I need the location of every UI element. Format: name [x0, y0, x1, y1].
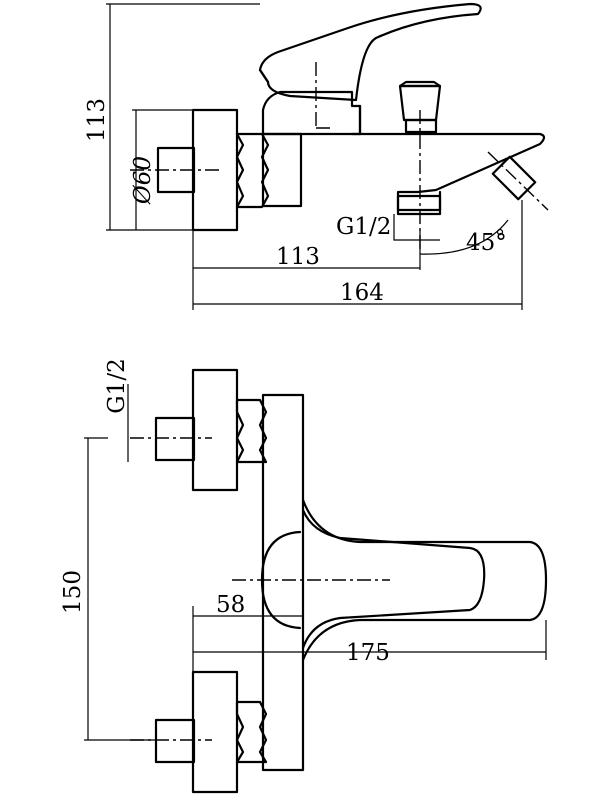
thread-label: G1/2 [336, 214, 391, 240]
hex-nut [235, 132, 270, 209]
overall-length-label-top: 175 [346, 640, 390, 666]
handle-centerline [315, 62, 330, 129]
angle-label: 45° [466, 230, 507, 256]
spout-offset-label: 113 [276, 244, 320, 270]
dim-extension-lengths [192, 200, 523, 310]
spout-body [350, 132, 546, 212]
spout-outlet [396, 194, 442, 216]
height-label: 113 [84, 98, 110, 142]
mixer-body-top [261, 393, 305, 772]
shower-centerline [487, 151, 549, 211]
diameter-label: Ø60 [130, 156, 156, 205]
lower-wall-flange [191, 670, 239, 794]
thread-label-top: G1/2 [104, 358, 130, 413]
diverter-stem [404, 118, 438, 134]
upper-wall-flange [191, 368, 239, 492]
length-extensions [192, 606, 547, 672]
handle-offset-label: 58 [216, 592, 245, 618]
dim-extension-height [106, 3, 260, 231]
spout-outline-top [301, 498, 548, 662]
mixer-handle [258, 2, 482, 102]
diverter-cap [398, 80, 442, 88]
upper-eccentric-connector [154, 416, 196, 462]
handle-edge [258, 68, 270, 84]
dim-thread-leader [393, 214, 440, 241]
overall-length-label: 164 [340, 280, 384, 306]
top-view: G1/2 150 58 175 [60, 358, 548, 794]
center-distance-extensions [84, 437, 156, 741]
lower-hex-nut [235, 700, 268, 764]
center-distance-label: 150 [60, 570, 86, 614]
dim-arc-angle [419, 219, 509, 255]
angle-marker [496, 228, 504, 236]
mixer-body [261, 90, 362, 136]
side-view: 113 Ø60 G1/2 45° 113 164 [84, 2, 549, 310]
upper-hex-nut [235, 398, 268, 464]
lower-eccentric-connector [154, 718, 196, 764]
handle-outline-top [301, 508, 486, 650]
